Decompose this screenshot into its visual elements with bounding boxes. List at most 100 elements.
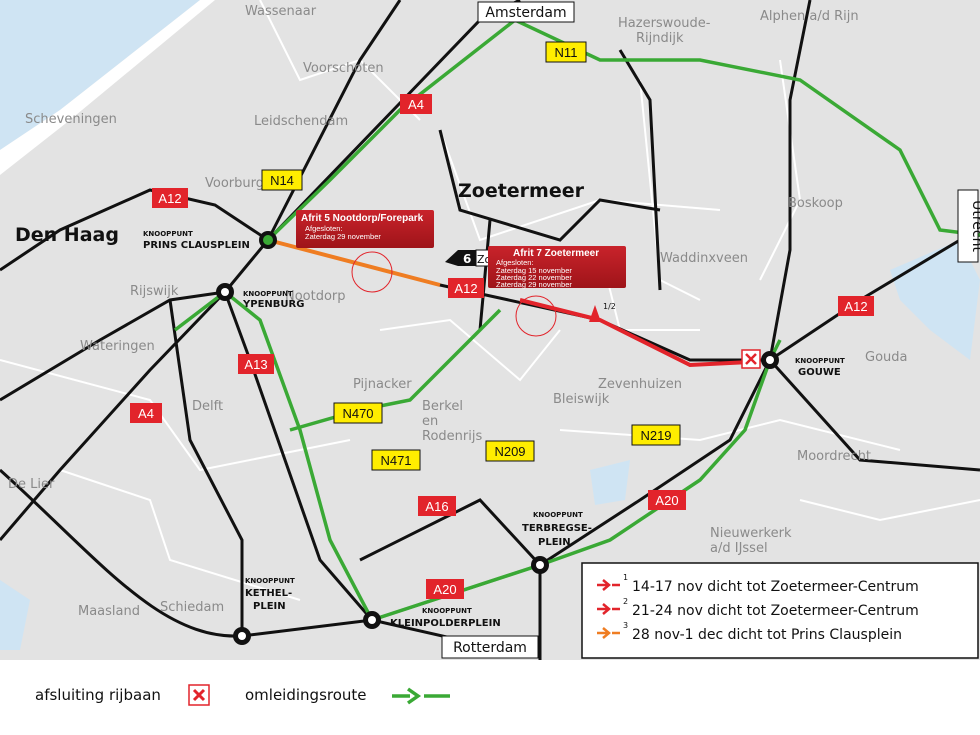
svg-text:N470: N470 <box>342 406 373 421</box>
interchange-label: KNOOPPUNT <box>533 511 583 519</box>
place-label: Delft <box>192 399 223 414</box>
interchange-label: KNOOPPUNT <box>422 607 472 615</box>
svg-text:A12: A12 <box>454 281 477 296</box>
svg-text:Utrecht: Utrecht <box>969 200 980 252</box>
svg-text:21-24 nov dicht tot Zoetermeer: 21-24 nov dicht tot Zoetermeer-Centrum <box>632 603 919 619</box>
city-zoetermeer: Zoetermeer <box>458 180 585 202</box>
svg-text:Amsterdam: Amsterdam <box>485 5 566 21</box>
svg-text:Zaterdag 15 november: Zaterdag 15 november <box>496 266 572 275</box>
city-den-haag: Den Haag <box>15 224 119 246</box>
destination-utrecht: Utrecht <box>957 189 980 263</box>
legend-item: 1 14-17 nov dicht tot Zoetermeer-Centrum <box>597 573 919 595</box>
svg-text:A20: A20 <box>433 582 456 597</box>
svg-text:A4: A4 <box>138 406 154 421</box>
legend-item: 3 28 nov-1 dec dicht tot Prins Clausplei… <box>597 621 902 643</box>
place-label: Bleiswijk <box>553 392 610 407</box>
closure-red-segment <box>519 298 751 368</box>
exit-6-marker: 6 Zo <box>445 249 492 267</box>
place-label: Moordrecht <box>797 449 871 464</box>
map: 1/2 Den Haag Zoetermeer Wassenaar Voorsc… <box>0 0 980 660</box>
svg-text:1: 1 <box>623 573 628 582</box>
interchange-label: PLEIN <box>538 537 571 548</box>
destination-amsterdam: Amsterdam <box>477 1 575 23</box>
place-label: Wateringen <box>80 339 155 354</box>
svg-text:A4: A4 <box>408 97 424 112</box>
place-label: Wassenaar <box>245 4 317 19</box>
interchange-label: GOUWE <box>798 367 841 378</box>
interchange-label: PLEIN <box>253 601 286 612</box>
svg-text:Afrit 5 Nootdorp/Forepark: Afrit 5 Nootdorp/Forepark <box>301 213 424 224</box>
svg-text:N209: N209 <box>494 444 525 459</box>
place-label: Leidschendam <box>254 114 348 129</box>
svg-text:Zaterdag 29 november: Zaterdag 29 november <box>305 232 381 241</box>
road-shields: A4 A12 A12 A12 A13 A4 A16 A20 A20 N11 N1… <box>130 41 874 599</box>
svg-text:N219: N219 <box>640 428 671 443</box>
place-label: Pijnacker <box>353 377 412 392</box>
place-label: Rodenrijs <box>422 429 482 444</box>
svg-text:Afgesloten:: Afgesloten: <box>496 258 534 267</box>
svg-text:Zaterdag 22 november: Zaterdag 22 november <box>496 273 572 282</box>
place-label: Rijndijk <box>636 31 684 46</box>
detour-arrow-icon <box>392 687 450 705</box>
place-label: en <box>422 414 438 429</box>
place-label: Waddinxveen <box>660 251 748 266</box>
svg-text:Afrit 7 Zoetermeer: Afrit 7 Zoetermeer <box>513 248 599 259</box>
place-label: Zevenhuizen <box>598 377 682 392</box>
svg-text:Zaterdag 29 november: Zaterdag 29 november <box>496 280 572 289</box>
interchange-label: KNOOPPUNT <box>245 577 295 585</box>
svg-text:N471: N471 <box>380 453 411 468</box>
svg-text:6: 6 <box>463 252 471 266</box>
exit-5-circle <box>351 251 393 293</box>
svg-text:N14: N14 <box>270 173 294 188</box>
legend-item: 2 21-24 nov dicht tot Zoetermeer-Centrum <box>597 597 919 619</box>
svg-text:A20: A20 <box>655 493 678 508</box>
place-label: Voorschoten <box>303 61 384 76</box>
interchange-label: YPENBURG <box>242 299 304 310</box>
svg-text:3: 3 <box>623 621 628 630</box>
lake <box>590 460 630 505</box>
place-label: De Lier <box>8 477 55 492</box>
place-label: Boskoop <box>788 196 843 211</box>
place-label: Berkel <box>422 399 463 414</box>
exit-7-circle <box>515 295 557 337</box>
place-label: Gouda <box>865 350 908 365</box>
traffic-cone-icon: 1/2 <box>589 302 616 322</box>
closure-fraction: 1/2 <box>603 302 616 311</box>
place-label: a/d IJssel <box>710 541 768 556</box>
lake <box>0 580 30 650</box>
interchange-label: PRINS CLAUSPLEIN <box>143 240 250 251</box>
svg-text:Afgesloten:: Afgesloten: <box>305 224 343 233</box>
svg-text:28 nov-1 dec dicht tot Prins C: 28 nov-1 dec dicht tot Prins Clausplein <box>632 627 902 643</box>
svg-text:2: 2 <box>623 597 628 606</box>
callout-afrit-5: Afrit 5 Nootdorp/Forepark Afgesloten: Za… <box>296 210 434 248</box>
place-label: Nieuwerkerk <box>710 526 792 541</box>
callout-afrit-7: Afrit 7 Zoetermeer Afgesloten: Zaterdag … <box>488 246 626 289</box>
detour-legend-label: omleidingsroute <box>245 686 367 704</box>
interchange-label: KETHEL- <box>245 588 292 599</box>
svg-text:Zo: Zo <box>477 253 492 266</box>
interchange-label: TERBREGSE- <box>522 523 592 534</box>
place-label: Scheveningen <box>25 112 117 127</box>
land <box>0 0 980 660</box>
closure-legend-label: afsluiting rijbaan <box>35 686 161 704</box>
place-label: Schiedam <box>160 600 224 615</box>
interchange-label: KNOOPPUNT <box>795 357 845 365</box>
interchange-label: KNOOPPUNT <box>143 230 193 238</box>
destination-rotterdam: Rotterdam <box>441 635 539 659</box>
place-label: Voorburg <box>205 176 264 191</box>
place-label: Maasland <box>78 604 140 619</box>
place-label: Rijswijk <box>130 284 179 299</box>
svg-text:N11: N11 <box>555 45 578 60</box>
svg-text:A12: A12 <box>158 191 181 206</box>
svg-text:A12: A12 <box>844 299 867 314</box>
svg-text:A16: A16 <box>425 499 448 514</box>
sea <box>0 0 200 150</box>
interchange-label: KNOOPPUNT <box>243 290 293 298</box>
bottom-legend: afsluiting rijbaan omleidingsroute <box>0 680 980 720</box>
interchange-markers <box>216 231 779 645</box>
coast <box>0 0 215 175</box>
closure-legend: 1 14-17 nov dicht tot Zoetermeer-Centrum… <box>581 562 979 659</box>
svg-text:14-17 nov dicht tot Zoetermeer: 14-17 nov dicht tot Zoetermeer-Centrum <box>632 579 919 595</box>
svg-text:Rotterdam: Rotterdam <box>453 640 527 656</box>
place-label: Alphen a/d Rijn <box>760 9 859 24</box>
